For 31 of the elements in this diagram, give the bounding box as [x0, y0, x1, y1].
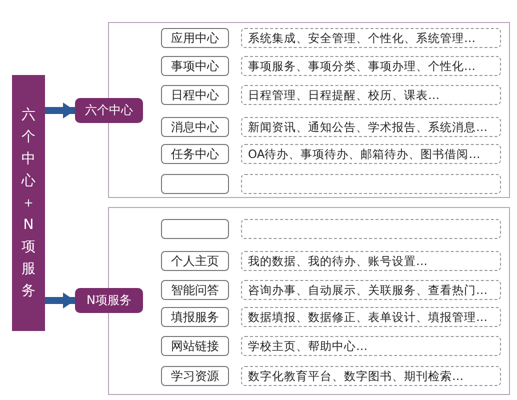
dashed-box: [241, 219, 501, 239]
item-description: 日程管理、日程提醒、校历、课表…: [241, 85, 501, 105]
item-label: 填报服务: [161, 307, 229, 327]
side-bar: 六个中心＋N项服务: [12, 75, 45, 331]
item-label: 网站链接: [161, 336, 229, 356]
item-description: 新闻资讯、通知公告、学术报告、系统消息…: [241, 117, 501, 137]
arrow: [45, 102, 75, 118]
item-label: 任务中心: [161, 144, 229, 164]
arrow: [45, 292, 75, 308]
group-frame: [108, 22, 510, 198]
item-label: 应用中心: [161, 28, 229, 48]
item-label: 事项中心: [161, 56, 229, 76]
dashed-box: [241, 174, 501, 194]
section-tag: N项服务: [75, 288, 143, 313]
group-frame: [108, 207, 510, 395]
item-label: 学习资源: [161, 366, 229, 386]
label-box: [161, 174, 229, 194]
item-description: OA待办、事项待办、邮箱待办、图书借阅…: [241, 144, 501, 164]
item-label: 个人主页: [161, 251, 229, 271]
item-label: 消息中心: [161, 117, 229, 137]
item-description: 学校主页、帮助中心…: [241, 336, 501, 356]
label-box: [161, 219, 229, 239]
item-description: 咨询办事、自动展示、关联服务、查看热门…: [241, 280, 501, 300]
item-description: 数据填报、数据修正、表单设计、填报管理…: [241, 307, 501, 327]
item-description: 系统集成、安全管理、个性化、系统管理…: [241, 28, 501, 48]
item-label: 智能问答: [161, 280, 229, 300]
item-description: 数字化教育平台、数字图书、期刊检索…: [241, 366, 501, 386]
item-description: 事项服务、事项分类、事项办理、个性化…: [241, 56, 501, 76]
item-label: 日程中心: [161, 85, 229, 105]
item-description: 我的数据、我的待办、账号设置…: [241, 251, 501, 271]
section-tag: 六个中心: [75, 98, 143, 123]
